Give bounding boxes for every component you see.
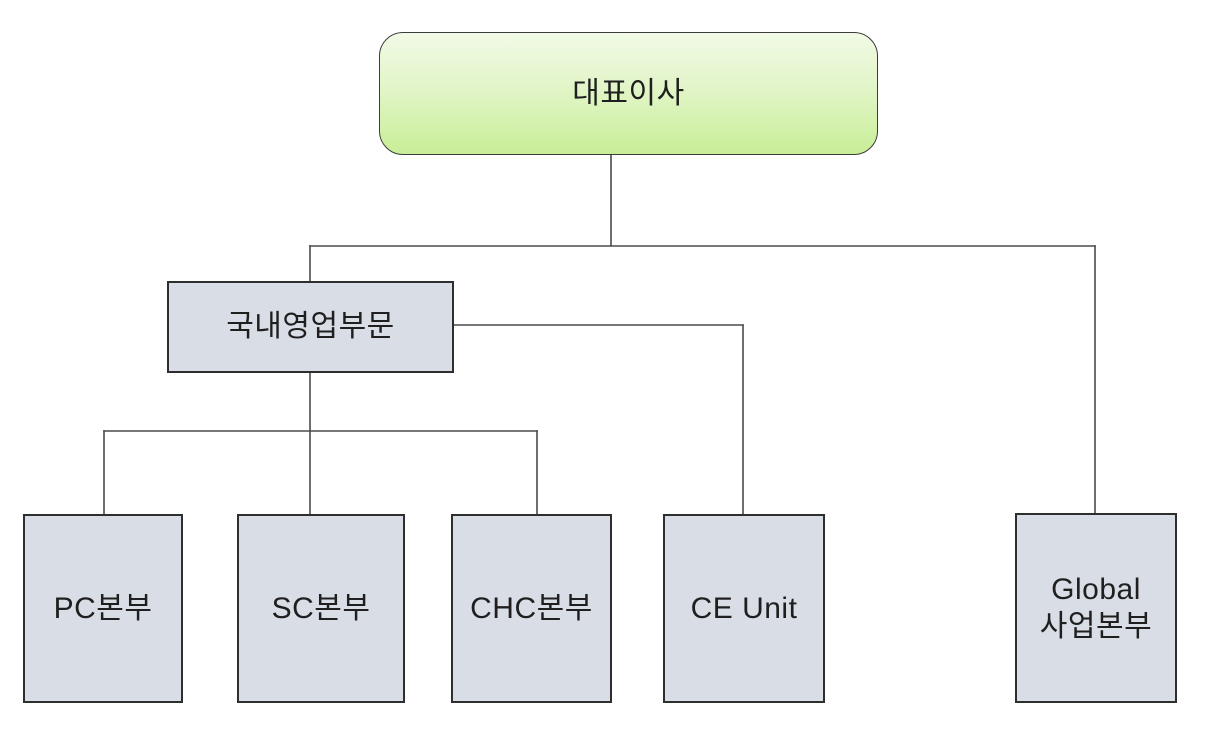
org-node-global-division-label: Global 사업본부 [1039, 572, 1153, 644]
org-node-pc-division-label: PC본부 [53, 591, 153, 625]
org-node-chc-division: CHC본부 [451, 514, 612, 703]
org-node-domestic-sales-label: 국내영업부문 [226, 310, 395, 344]
org-node-ceo-label: 대표이사 [572, 76, 685, 110]
org-node-ceo: 대표이사 [379, 32, 878, 155]
org-node-sc-division-label: SC본부 [271, 591, 371, 625]
org-node-ce-unit: CE Unit [663, 514, 825, 703]
org-node-global-division: Global 사업본부 [1015, 513, 1177, 703]
org-node-pc-division: PC본부 [23, 514, 183, 703]
org-node-sc-division: SC본부 [237, 514, 405, 703]
org-node-chc-division-label: CHC본부 [470, 591, 593, 625]
org-node-domestic-sales: 국내영업부문 [167, 281, 454, 373]
org-node-ce-unit-label: CE Unit [690, 591, 798, 625]
